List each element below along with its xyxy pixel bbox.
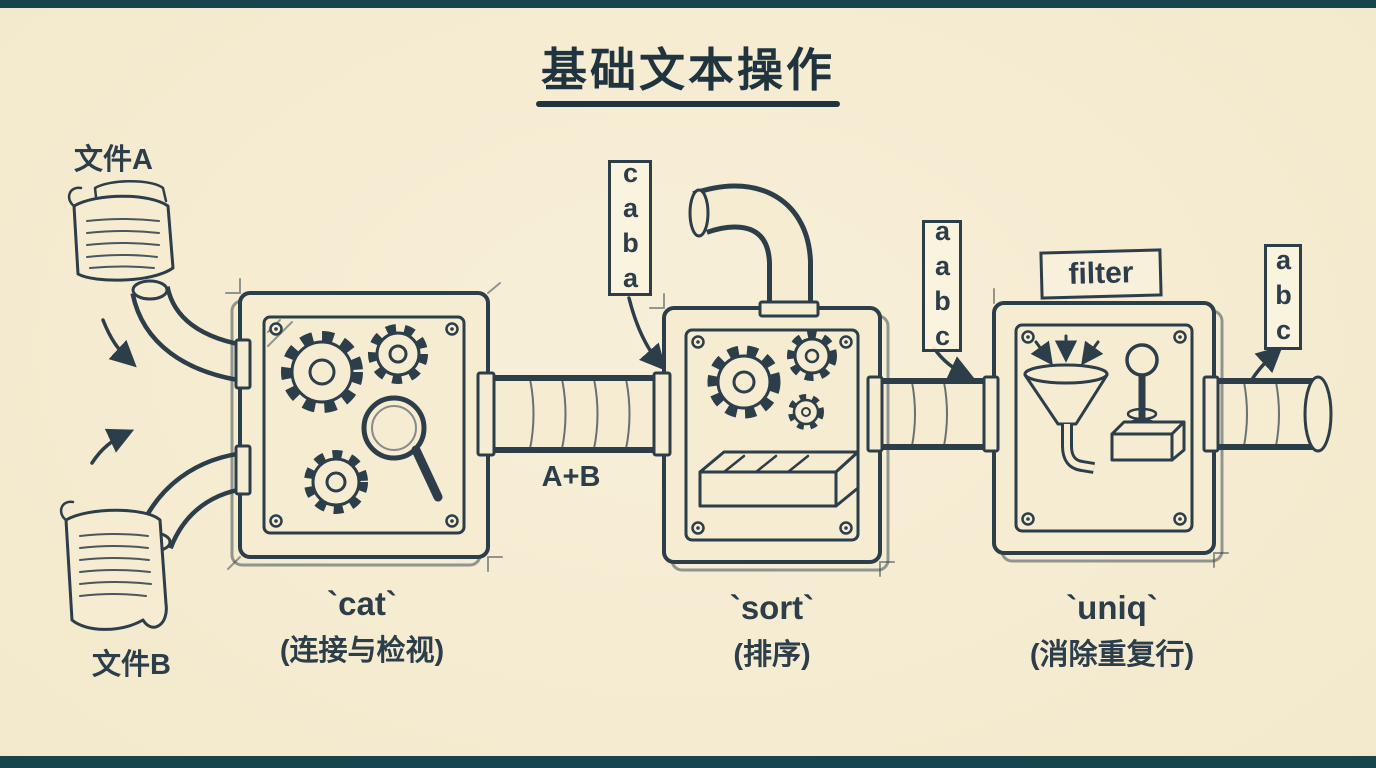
drip-arrows <box>1030 334 1104 366</box>
lever-icon <box>1110 343 1186 462</box>
machine-sort-box <box>649 293 895 577</box>
uniq-description-label: (消除重复行) <box>1029 639 1195 671</box>
gear-icon <box>368 324 428 384</box>
sketch-ticks <box>649 293 895 577</box>
funnel-icon <box>1023 334 1109 474</box>
gear-icon <box>788 394 824 430</box>
final-output-label: abc <box>1264 244 1302 350</box>
file-b-scroll-icon <box>59 500 168 631</box>
cat-description-label: (连接与检视) <box>279 635 445 667</box>
flow-arrows <box>90 296 1283 465</box>
filter-sign: filter <box>1039 248 1163 300</box>
file-b-label: 文件B <box>92 649 171 681</box>
file-a-label: 文件A <box>74 144 153 176</box>
stage2-output-label: aabc <box>922 216 962 356</box>
sort-tray-icon <box>698 450 860 508</box>
pipe-top-inlet-icon <box>692 183 813 310</box>
sort-description-label: (排序) <box>733 639 811 671</box>
gear-icon <box>787 331 837 381</box>
title-underline <box>536 101 840 107</box>
cat-command-label: `cat` <box>327 585 397 622</box>
arrow-icon <box>627 296 667 371</box>
arrow-icon <box>90 428 135 465</box>
gear-icon <box>281 331 363 413</box>
stage1-output-label: caba <box>608 158 652 298</box>
arrow-icon <box>1249 345 1283 383</box>
uniq-command-label: `uniq` <box>1066 589 1158 626</box>
gear-icon <box>707 345 781 419</box>
bottom-border-bar <box>0 756 1376 768</box>
top-border-bar <box>0 0 1376 8</box>
bolt-icon <box>269 322 1187 535</box>
arrow-icon <box>101 318 137 368</box>
sort-command-label: `sort` <box>729 589 815 626</box>
page-title: 基础文本操作 <box>541 44 835 96</box>
merge-label: A+B <box>541 461 601 493</box>
pipe-flanges <box>131 188 1333 553</box>
file-a-scroll-icon <box>67 180 175 282</box>
bolt-icons <box>269 322 1187 535</box>
gear-icon <box>304 450 368 514</box>
magnifier-icon <box>361 395 443 502</box>
sketch-ticks <box>993 288 1229 568</box>
pipe-ring-lines <box>529 378 1280 450</box>
